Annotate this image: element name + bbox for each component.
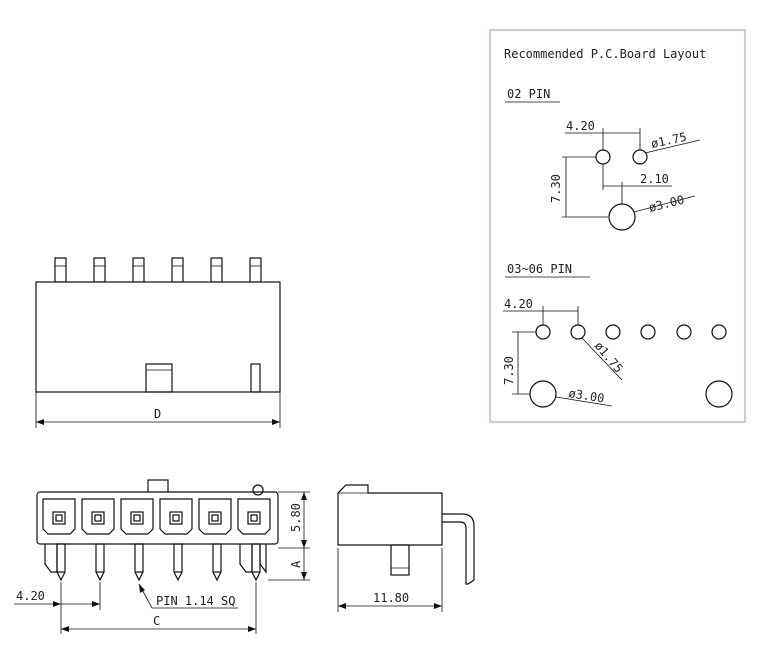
pcb-hole-small xyxy=(676,324,692,340)
side-view-peg xyxy=(390,544,410,576)
pin-top xyxy=(171,257,184,283)
pin-note: PIN 1.14 SQ xyxy=(156,594,235,608)
pin-top xyxy=(249,257,262,283)
dim-row-spacing-02: 7.30 xyxy=(549,174,563,203)
pin-cavities xyxy=(42,498,271,535)
pcb-hole-large xyxy=(705,380,733,408)
pin-front xyxy=(251,543,261,573)
pcb-layout-title: Recommended P.C.Board Layout xyxy=(504,47,706,61)
latch-ramp xyxy=(145,363,173,393)
pin-top xyxy=(210,257,223,283)
dim-pitch-front: 4.20 xyxy=(16,589,45,603)
pin-front xyxy=(173,543,183,573)
leader-hole-small-0306 xyxy=(581,337,623,381)
pin-front xyxy=(212,543,222,573)
pcb-layout-panel: Recommended P.C.Board Layout 02 PIN 4.20… xyxy=(489,29,746,423)
polarizing-peg xyxy=(252,484,264,496)
pin-cavity xyxy=(198,498,232,535)
pin-front xyxy=(134,543,144,573)
peg-left xyxy=(44,544,58,573)
pin-cavity xyxy=(237,498,271,535)
top-view-pins xyxy=(54,257,262,283)
dim-offset-02: 2.10 xyxy=(640,172,669,186)
connector-front-view: 5.80 A 4.20 PIN 1.14 SQ C xyxy=(14,479,310,634)
dim-row-spacing-0306: 7.30 xyxy=(502,356,516,385)
pcb-hole-small xyxy=(640,324,656,340)
top-view-housing xyxy=(35,281,281,393)
polarizing-rib xyxy=(250,363,261,393)
dim-d: D xyxy=(154,407,161,421)
section-label-03-06-pin: 03~06 PIN xyxy=(507,262,572,276)
dim-pitch-0306: 4.20 xyxy=(504,297,533,311)
dim-c: C xyxy=(153,614,160,628)
dim-height: 5.80 xyxy=(289,503,303,532)
pin-front xyxy=(56,543,66,573)
pin-front xyxy=(95,543,105,573)
leader-hole-large-0306 xyxy=(555,396,613,407)
pcb-layout-frame xyxy=(489,29,746,423)
pcb-hole-small xyxy=(711,324,727,340)
pin-top xyxy=(132,257,145,283)
leader-hole-large-02 xyxy=(633,195,696,213)
pin-cavity xyxy=(81,498,115,535)
leader-hole-small-02 xyxy=(644,139,701,154)
pcb-hole-small xyxy=(605,324,621,340)
pin-top xyxy=(54,257,67,283)
dim-a: A xyxy=(289,560,303,568)
pin-cavity xyxy=(159,498,193,535)
side-view-housing xyxy=(337,484,443,546)
section-label-02-pin: 02 PIN xyxy=(507,87,550,101)
dim-pitch-02: 4.20 xyxy=(566,119,595,133)
dim-depth: 11.80 xyxy=(373,591,409,605)
side-view-bent-pin xyxy=(442,513,475,585)
pin-cavity xyxy=(120,498,154,535)
front-view-pins xyxy=(44,543,267,582)
latch-top xyxy=(147,479,169,494)
dim-hole-large-0306: ø3.00 xyxy=(568,386,606,405)
pin-top xyxy=(93,257,106,283)
front-view-housing xyxy=(36,491,279,545)
pin-cavity xyxy=(42,498,76,535)
connector-side-view: 11.80 xyxy=(337,484,475,612)
peg-right xyxy=(239,544,253,573)
connector-top-view: D xyxy=(35,257,281,428)
